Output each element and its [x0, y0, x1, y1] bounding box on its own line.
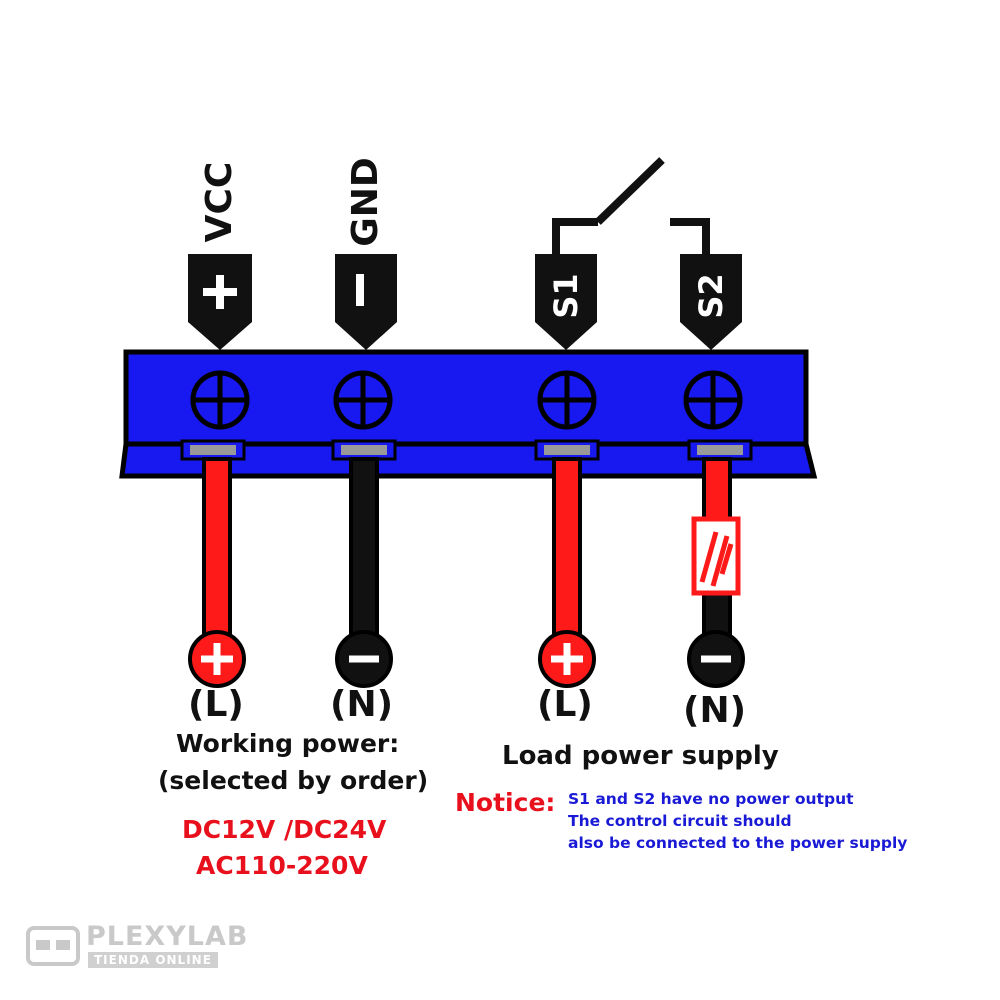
screw-vcc	[190, 370, 250, 430]
notice-line-2: The control circuit should	[568, 812, 792, 830]
tag-s2	[680, 254, 742, 350]
wire-gnd	[349, 457, 379, 651]
working-power-dc: DC12V /DC24V	[182, 815, 387, 844]
tag-gnd	[335, 254, 397, 350]
load-resistor-symbol	[691, 516, 741, 596]
notice-line-1: S1 and S2 have no power output	[568, 790, 854, 808]
screw-gnd	[333, 370, 393, 430]
watermark-logo-icon	[26, 926, 80, 966]
screw-s2	[683, 370, 743, 430]
notice-label: Notice:	[455, 788, 556, 817]
wire-end-n2: (N)	[683, 690, 747, 731]
wire-end-l1: (L)	[188, 684, 244, 725]
watermark-brand: PLEXYLAB	[86, 921, 249, 952]
screw-s1	[537, 370, 597, 430]
wire-end-l2: (L)	[537, 684, 593, 725]
wire-vcc	[202, 457, 232, 651]
negative-badge-2	[687, 630, 745, 688]
negative-badge-1	[335, 630, 393, 688]
vcc-label: VCC	[199, 161, 240, 243]
wire-slots	[180, 439, 753, 461]
working-power-title: Working power:	[176, 729, 400, 758]
positive-badge-1	[188, 630, 246, 688]
s1-label: S1	[547, 273, 585, 319]
tag-s1	[535, 254, 597, 350]
working-power-ac: AC110-220V	[196, 851, 368, 880]
notice-line-3: also be connected to the power supply	[568, 834, 908, 852]
wire-s1	[552, 457, 582, 651]
relay-switch-contact	[552, 157, 710, 256]
gnd-label: GND	[345, 157, 386, 247]
load-power-title: Load power supply	[502, 741, 779, 771]
watermark-tagline: TIENDA ONLINE	[88, 952, 218, 968]
working-power-subtitle: (selected by order)	[158, 766, 429, 795]
wire-end-n1: (N)	[330, 684, 394, 725]
tag-vcc	[188, 254, 252, 350]
s2-label: S2	[692, 273, 730, 319]
positive-badge-2	[538, 630, 596, 688]
